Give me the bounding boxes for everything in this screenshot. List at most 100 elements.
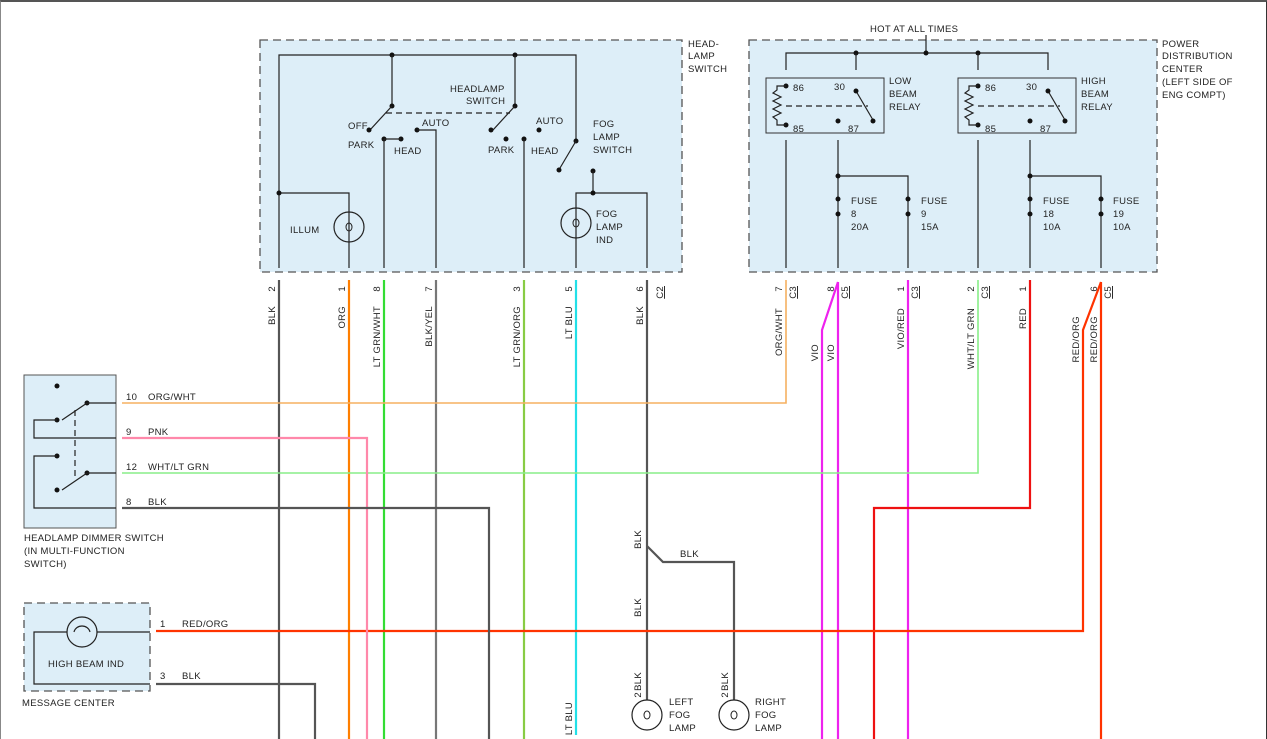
svg-text:SWITCH: SWITCH <box>593 145 632 156</box>
svg-text:FUSE: FUSE <box>921 196 948 207</box>
high-beam-relay <box>957 77 1077 134</box>
headlamp-switch-internals <box>276 52 648 268</box>
wire-label: BLK <box>633 598 644 617</box>
sw-wire-label: LT BLU <box>564 306 575 339</box>
svg-text:10A: 10A <box>1043 222 1061 233</box>
fog-lamps <box>631 699 750 731</box>
wire-label: BLK <box>633 530 644 549</box>
svg-text:15A: 15A <box>921 222 939 233</box>
svg-text:DISTRIBUTION: DISTRIBUTION <box>1162 51 1233 62</box>
right-fog-lamp-icon <box>718 699 750 731</box>
message-center-internals <box>33 616 150 685</box>
svg-text:30: 30 <box>834 82 845 93</box>
svg-text:LAMP: LAMP <box>596 222 623 233</box>
illum-bulb-icon <box>333 211 365 243</box>
svg-text:86: 86 <box>985 83 996 94</box>
svg-text:FOG: FOG <box>669 710 690 721</box>
wire-label: LT BLU <box>564 702 575 735</box>
svg-text:FUSE: FUSE <box>1113 196 1140 207</box>
wire-org-wht <box>122 280 787 404</box>
svg-text:(LEFT SIDE OF: (LEFT SIDE OF <box>1162 77 1233 88</box>
sw-wire-label: LT GRN/ORG <box>512 306 523 367</box>
svg-text:HEAD: HEAD <box>394 146 422 157</box>
pdc-pin-6: 6 <box>1089 286 1100 292</box>
svg-text:FOG: FOG <box>596 209 617 220</box>
connector: C5 <box>1103 286 1114 299</box>
pdc-pin-1: 1 <box>1018 286 1029 292</box>
svg-text:(IN MULTI-FUNCTION: (IN MULTI-FUNCTION <box>24 546 125 557</box>
svg-text:ORG/WHT: ORG/WHT <box>148 392 196 403</box>
svg-text:10A: 10A <box>1113 222 1131 233</box>
pin-label: 2 <box>720 692 731 698</box>
svg-text:CENTER: CENTER <box>1162 64 1203 75</box>
power-distribution-center-box <box>748 39 1158 273</box>
svg-text:19: 19 <box>1113 209 1124 220</box>
svg-text:20A: 20A <box>851 222 869 233</box>
svg-text:FUSE: FUSE <box>851 196 878 207</box>
connector-c2: C2 <box>655 286 666 299</box>
sw-pin-2: 2 <box>267 286 278 292</box>
fog-lamp-ind-bulb-icon <box>560 207 592 239</box>
wire-label: WHT/LT GRN <box>966 308 977 369</box>
svg-text:HEAD: HEAD <box>531 146 559 157</box>
svg-text:SWITCH): SWITCH) <box>24 559 67 570</box>
svg-text:OFF: OFF <box>348 121 368 132</box>
message-center-title: MESSAGE CENTER <box>22 698 115 709</box>
svg-text:RED/ORG: RED/ORG <box>182 619 228 630</box>
svg-text:LEFT: LEFT <box>669 697 693 708</box>
svg-text:PARK: PARK <box>348 140 375 151</box>
dimmer-switch-box <box>23 374 117 529</box>
svg-text:10: 10 <box>126 392 137 403</box>
sw-pin-3: 3 <box>512 286 523 292</box>
pdc-pin-7: 7 <box>774 286 785 292</box>
wire-red-org-a <box>156 281 1103 633</box>
svg-text:RELAY: RELAY <box>1081 102 1113 113</box>
wire-label: ORG/WHT <box>774 308 785 356</box>
wire-label: RED/ORG <box>1071 316 1082 362</box>
sw-wire-label: BLK/YEL <box>424 306 435 347</box>
sw-pin-5: 5 <box>564 286 575 292</box>
connector: C3 <box>980 286 991 299</box>
svg-text:ENG COMPT): ENG COMPT) <box>1162 90 1226 101</box>
wire-wht-ltgrn <box>122 280 979 474</box>
wire-pnk <box>122 436 369 739</box>
svg-text:HIGH BEAM IND: HIGH BEAM IND <box>48 659 124 670</box>
pdc-title: POWER <box>1162 39 1199 50</box>
svg-text:9: 9 <box>126 427 132 438</box>
wire-label: VIO <box>810 344 821 361</box>
svg-text:AUTO: AUTO <box>536 116 563 127</box>
svg-text:ILLUM: ILLUM <box>290 225 319 236</box>
svg-text:IND: IND <box>596 235 613 246</box>
sw-pin-6: 6 <box>635 286 646 292</box>
pdc-pin-8: 8 <box>826 286 837 292</box>
svg-text:FOG: FOG <box>593 119 614 130</box>
svg-text:30: 30 <box>1026 82 1037 93</box>
pdc-internals <box>765 35 1104 268</box>
svg-text:LAMP: LAMP <box>688 51 715 62</box>
svg-text:AUTO: AUTO <box>422 118 449 129</box>
hot-at-all-times-label: HOT AT ALL TIMES <box>870 24 958 35</box>
wire-label: RED <box>1018 308 1029 329</box>
svg-text:LAMP: LAMP <box>593 132 620 143</box>
svg-text:RIGHT: RIGHT <box>755 697 786 708</box>
svg-text:LOW: LOW <box>889 76 912 87</box>
svg-text:BLK: BLK <box>148 497 167 508</box>
sw-pin-7: 7 <box>424 286 435 292</box>
svg-text:LAMP: LAMP <box>669 723 696 734</box>
svg-text:HIGH: HIGH <box>1081 76 1106 87</box>
dimmer-switch-internals <box>33 383 116 509</box>
svg-text:PNK: PNK <box>148 427 169 438</box>
labels: HEAD- LAMP SWITCH HEADLAMP SWITCH OFF PA… <box>22 24 1233 734</box>
svg-text:BLK: BLK <box>680 549 699 560</box>
svg-text:WHT/LT GRN: WHT/LT GRN <box>148 462 209 473</box>
sw-wire-label: BLK <box>267 306 278 325</box>
svg-text:9: 9 <box>921 209 927 220</box>
svg-text:87: 87 <box>1040 124 1051 135</box>
wire-label: VIO <box>826 344 837 361</box>
svg-text:BEAM: BEAM <box>889 89 917 100</box>
sw-pin-8: 8 <box>372 286 383 292</box>
wire-vio-a <box>820 281 840 739</box>
svg-text:SWITCH: SWITCH <box>466 96 505 107</box>
svg-text:LAMP: LAMP <box>755 723 782 734</box>
